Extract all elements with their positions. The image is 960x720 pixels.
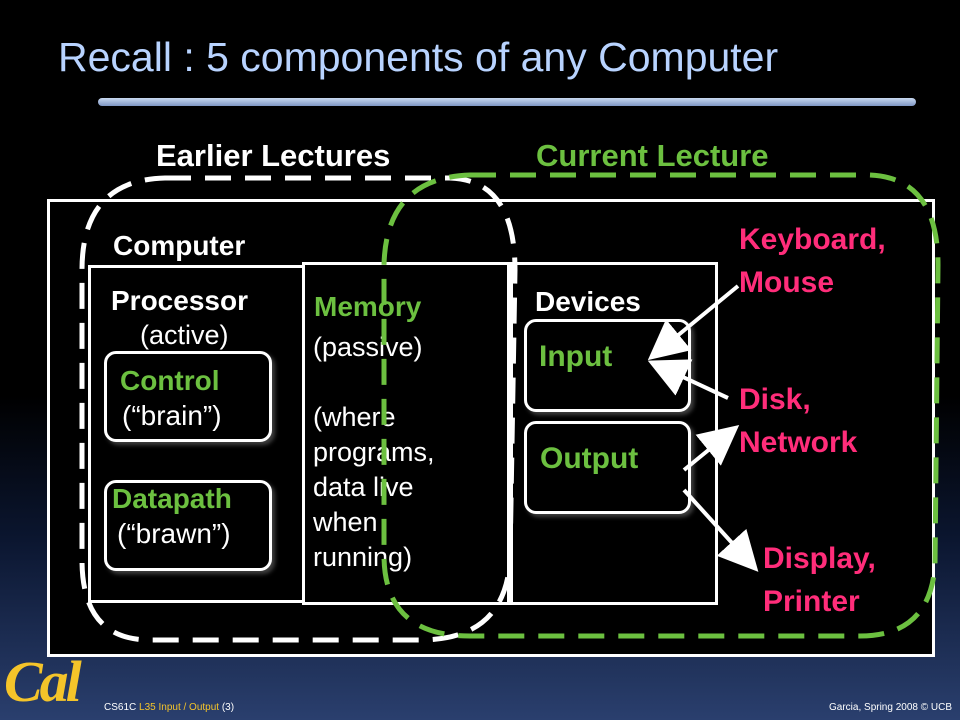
memory-description: (passive) (where programs, data live whe… <box>313 332 435 572</box>
footer-page-number: (3) <box>219 702 235 713</box>
footer-lecture-title: L35 Input / Output <box>139 702 220 713</box>
control-brain-note: (“brain”) <box>122 400 222 431</box>
footer-course-code: CS61C <box>104 702 140 713</box>
display-printer-label: Display, Printer <box>763 542 876 618</box>
footer-course: CS61C L35 Input / Output (3) <box>104 702 234 713</box>
arrow-disk-to-input <box>647 359 729 400</box>
memory-box <box>302 262 510 605</box>
output-label: Output <box>540 442 639 475</box>
arrow-output-to-disk <box>682 424 740 472</box>
computer-label: Computer <box>113 230 246 261</box>
control-label: Control <box>120 365 220 396</box>
processor-active-note: (active) <box>140 320 229 350</box>
arrow-keyboard-to-input <box>647 284 740 361</box>
input-label: Input <box>539 340 613 373</box>
disk-network-label: Disk, Network <box>739 383 858 459</box>
current-lecture-dashed-region <box>381 172 941 639</box>
arrow-output-to-display <box>682 488 759 572</box>
output-box <box>524 421 691 514</box>
datapath-label: Datapath <box>112 483 232 514</box>
memory-label: Memory <box>314 291 422 322</box>
control-box <box>104 351 272 442</box>
footer-credit: Garcia, Spring 2008 © UCB <box>829 702 952 713</box>
earlier-lectures-label: Earlier Lectures <box>156 138 391 173</box>
cal-logo: Cal <box>4 649 82 714</box>
datapath-brawn-note: (“brawn”) <box>117 518 231 549</box>
keyboard-mouse-label: Keyboard, Mouse <box>739 223 886 299</box>
datapath-box <box>104 480 272 571</box>
current-lecture-label: Current Lecture <box>536 138 769 173</box>
title-underline <box>98 98 916 106</box>
devices-label: Devices <box>535 286 641 317</box>
processor-label: Processor <box>111 285 248 316</box>
slide-title: Recall : 5 components of any Computer <box>58 34 779 80</box>
earlier-lectures-dashed-region <box>79 175 518 643</box>
